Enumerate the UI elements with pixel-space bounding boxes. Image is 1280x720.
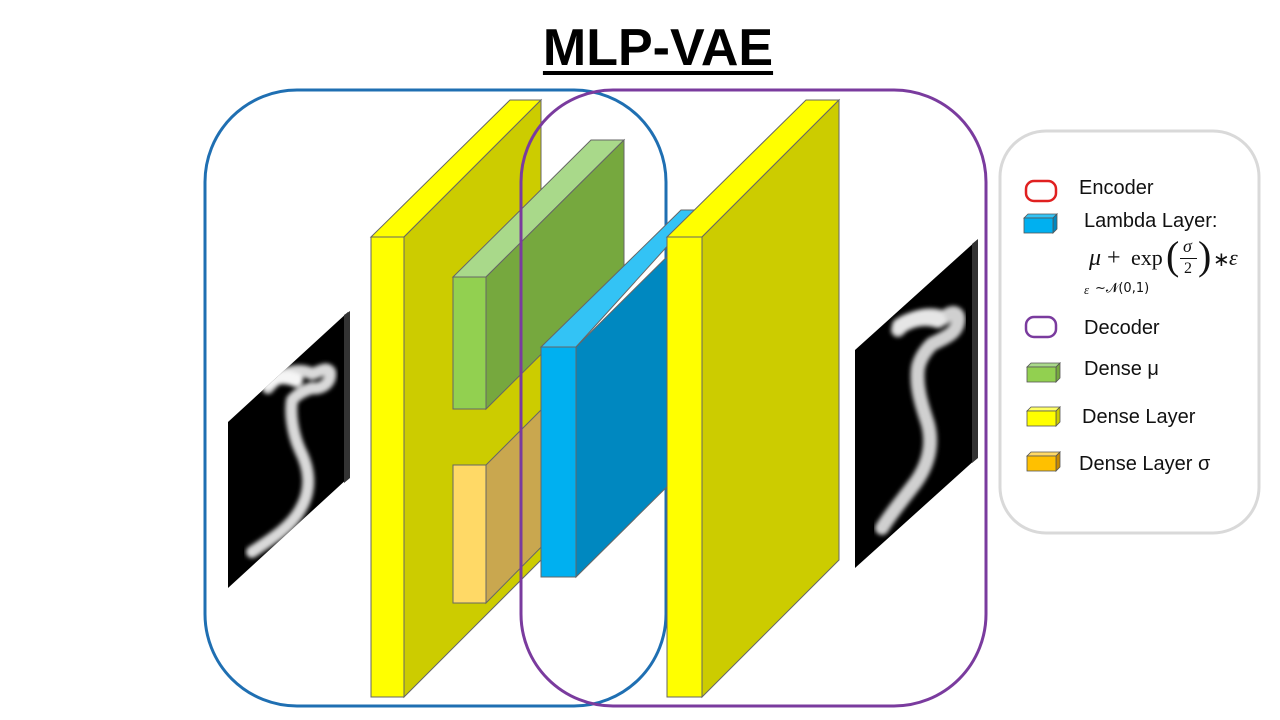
encoder-legend-icon	[1024, 179, 1058, 203]
dense-layer-legend-icon	[1026, 406, 1061, 427]
lambda-legend-icon	[1023, 213, 1058, 234]
legend-box	[998, 129, 1261, 535]
output-digit-image	[855, 239, 978, 568]
formula-two: 2	[1184, 260, 1192, 277]
formula-left-paren: (	[1166, 233, 1180, 278]
formula-star: ∗	[1213, 249, 1230, 271]
formula-plus: +	[1107, 245, 1121, 271]
formula-sigma: σ	[1183, 236, 1192, 256]
diagram-title: MLP-VAE	[542, 19, 774, 77]
decoder-outline	[519, 88, 988, 708]
dense-mu-legend-icon	[1026, 362, 1061, 383]
legend-dense-layer-label: Dense Layer	[1082, 406, 1196, 428]
formula-exp: exp	[1131, 245, 1163, 270]
formula-condition-epsilon: ε	[1084, 282, 1090, 297]
formula-condition-distribution: ~𝓝(0,1)	[1095, 281, 1150, 296]
decoder-dense-layer	[665, 98, 841, 699]
decoder-legend-icon	[1024, 315, 1058, 339]
formula-fraction-bar	[1180, 258, 1197, 259]
legend-dense-sigma-label: Dense Layer σ	[1079, 453, 1211, 475]
formula-mu: μ	[1089, 245, 1102, 271]
legend-lambda-label: Lambda Layer:	[1084, 210, 1218, 232]
legend-decoder-label: Decoder	[1084, 317, 1160, 339]
dense-sigma-legend-icon	[1026, 451, 1061, 472]
legend-encoder-label: Encoder	[1079, 177, 1154, 199]
formula-right-paren: )	[1198, 233, 1212, 278]
input-digit-image	[228, 311, 350, 588]
formula-epsilon: ε	[1229, 245, 1238, 270]
legend-dense-mu-label: Dense μ	[1084, 358, 1159, 380]
